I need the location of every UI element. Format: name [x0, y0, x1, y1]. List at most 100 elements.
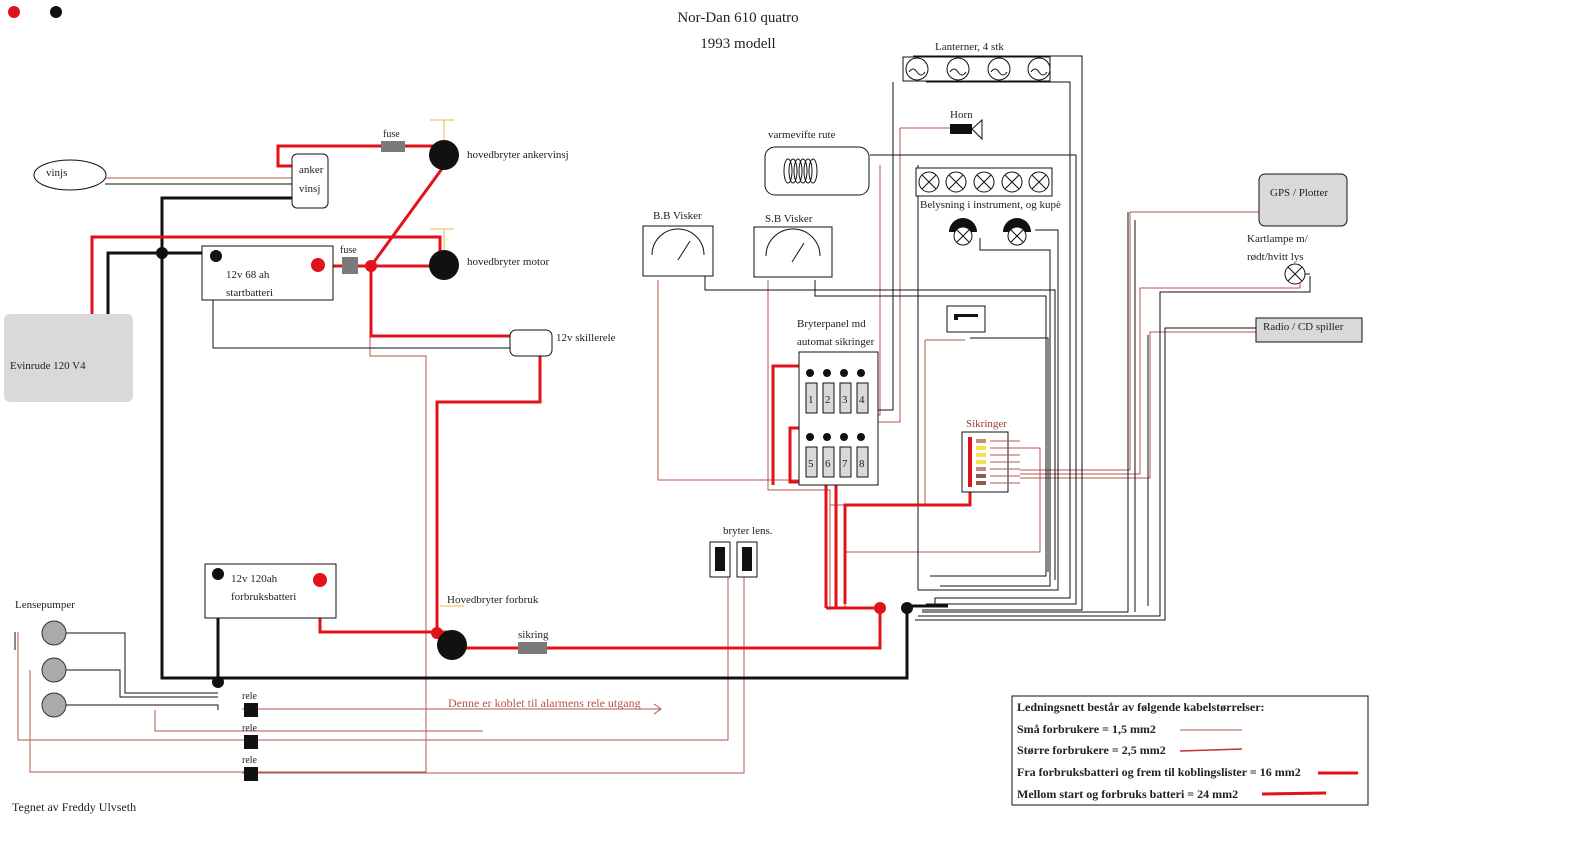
- start-battery-neg-terminal: [210, 250, 222, 262]
- switch-number: 5: [808, 458, 814, 470]
- winch-label: vinjs: [46, 167, 67, 179]
- switch-terminal: [840, 369, 848, 377]
- fuse-top: [381, 141, 405, 152]
- panel-switch: [805, 382, 818, 414]
- main-switch-consumer-label: Hovedbryter forbruk: [447, 594, 539, 606]
- fuse-mid: [342, 257, 358, 274]
- junction-dot: [212, 676, 224, 688]
- sb-wiper-gauge: [753, 226, 833, 278]
- outboard-motor: [4, 314, 133, 402]
- bilge-pump-3: [41, 692, 67, 718]
- isolation-relay-label: 12v skillerele: [556, 332, 616, 344]
- consumer-battery-pos-terminal: [313, 573, 327, 587]
- cabin-lamp-icon: [1003, 218, 1031, 246]
- relay-1-label: rele: [242, 691, 258, 702]
- junction-dot: [365, 260, 377, 272]
- bilge-switch: [709, 541, 758, 578]
- legend-row: Større forbrukere = 2,5 mm2: [1017, 743, 1166, 757]
- outboard-motor-label: Evinrude 120 V4: [10, 360, 86, 372]
- main-switch-consumer: [437, 605, 467, 660]
- fuse-top-label: fuse: [383, 129, 400, 140]
- bb-wiper-gauge: [642, 225, 714, 277]
- bilge-pump-1: [41, 620, 67, 646]
- legend-row: Små forbrukere = 1,5 mm2: [1017, 722, 1156, 736]
- switch-number: 7: [842, 458, 848, 470]
- start-battery-pos-terminal: [311, 258, 325, 272]
- junction-dot: [874, 602, 886, 614]
- consumer-battery-label-2: forbruksbatteri: [231, 591, 296, 603]
- main-fuse: [518, 642, 547, 654]
- map-lamp-icon: [1284, 263, 1310, 285]
- switch-terminal: [840, 433, 848, 441]
- relay-2-label: rele: [242, 723, 258, 734]
- faucet-icon: [946, 305, 986, 333]
- lanterns: [902, 56, 1051, 82]
- fuse-block-label: Sikringer: [966, 418, 1007, 430]
- switch-terminal: [857, 433, 865, 441]
- anchor-label: anker: [299, 164, 324, 176]
- winch-box-label: vinsj: [299, 183, 320, 195]
- horn-icon: [950, 118, 983, 141]
- switch-number: 2: [825, 394, 831, 406]
- gps-label: GPS / Plotter: [1270, 187, 1328, 199]
- panel-switch: [839, 382, 852, 414]
- panel-switch: [822, 382, 835, 414]
- start-battery: [201, 245, 334, 301]
- anchor-winch-box: [291, 153, 329, 209]
- arrow-icon: [653, 703, 662, 715]
- map-lamp-label-1: Kartlampe m/: [1247, 233, 1309, 245]
- relay-3: [244, 767, 258, 781]
- start-battery-label-1: 12v 68 ah: [226, 269, 270, 281]
- thin-red-wires: [17, 127, 1301, 774]
- switch-number: 1: [808, 394, 814, 406]
- switch-terminal: [806, 369, 814, 377]
- isolation-relay: [509, 329, 553, 357]
- panel-switch: [822, 446, 835, 478]
- black-dot-icon: [50, 6, 62, 18]
- switch-terminal: [806, 433, 814, 441]
- bilge-pump-2: [41, 657, 67, 683]
- gps-plotter: [1258, 173, 1348, 227]
- horn-label: Horn: [950, 109, 973, 121]
- red-dot-icon: [8, 6, 20, 18]
- fuse-block: [961, 431, 1020, 493]
- switch-number: 6: [825, 458, 831, 470]
- legend-row: Fra forbruksbatteri og frem til koblings…: [1017, 765, 1301, 779]
- cable-legend: [1011, 695, 1369, 806]
- switch-panel-label-1: Bryterpanel md: [797, 318, 866, 330]
- main-switch-motor: [429, 228, 459, 280]
- legend-heading: Ledningsnett består av følgende kabelstø…: [1017, 700, 1265, 714]
- map-lamp-label-2: rødt/hvitt lys: [1247, 251, 1304, 263]
- main-switch-motor-label: hovedbryter motor: [467, 256, 550, 268]
- legend-row: Mellom start og forbruks batteri = 24 mm…: [1017, 787, 1238, 801]
- bilge-switch-label: bryter lens.: [723, 525, 773, 537]
- consumer-battery-label-1: 12v 120ah: [231, 573, 278, 585]
- main-switch-anchor-label: hovedbryter ankervinsj: [467, 149, 569, 161]
- bb-wiper-label: B.B Visker: [653, 210, 702, 222]
- winch-motor: [33, 159, 107, 191]
- junction-dot: [901, 602, 913, 614]
- panel-switch: [839, 446, 852, 478]
- consumer-battery-neg-terminal: [212, 568, 224, 580]
- radio-cd: [1255, 317, 1363, 343]
- thin-black-wires: [14, 55, 1311, 710]
- relay-3-label: rele: [242, 755, 258, 766]
- sb-wiper-label: S.B Visker: [765, 213, 813, 225]
- author-credit: Tegnet av Freddy Ulvseth: [12, 800, 136, 814]
- switch-number: 4: [859, 394, 865, 406]
- diagram-title: Nor-Dan 610 quatro: [677, 10, 798, 26]
- main-fuse-label: sikring: [518, 629, 549, 641]
- alarm-note: Denne er koblet til alarmens rele utgang: [448, 696, 641, 710]
- thick-red-wires: [90, 144, 972, 650]
- heater-fan-label: varmevifte rute: [768, 129, 836, 141]
- switch-number: 3: [842, 394, 848, 406]
- junction-dot: [156, 247, 168, 259]
- radio-label: Radio / CD spiller: [1263, 321, 1344, 333]
- instrument-lights: [915, 167, 1053, 197]
- switch-panel-label-2: automat sikringer: [797, 336, 875, 348]
- cabin-lamp-icon: [949, 218, 977, 246]
- relay-1: [244, 703, 258, 717]
- consumer-battery: [204, 563, 337, 619]
